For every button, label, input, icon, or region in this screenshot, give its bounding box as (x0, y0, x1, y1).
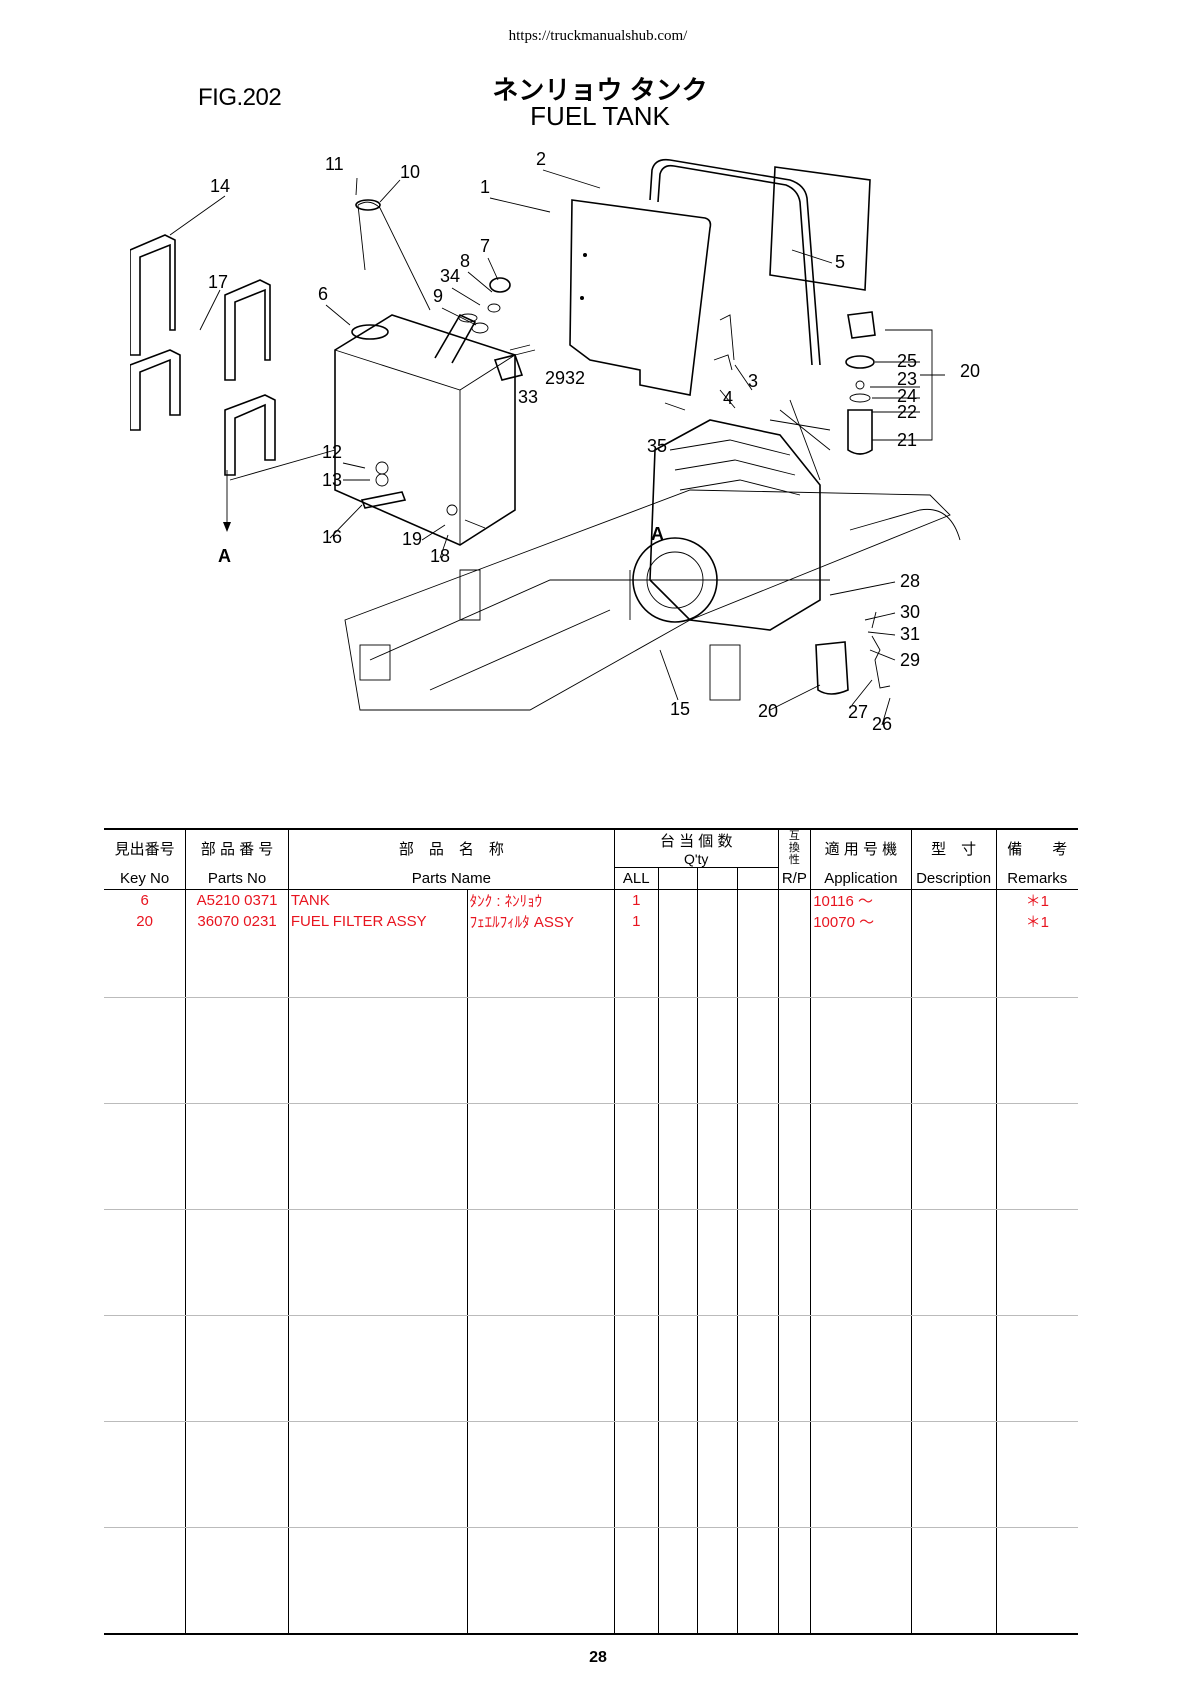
callout-15: 15 (670, 699, 690, 719)
blank-row-group (104, 1421, 1078, 1528)
blank-row-group (104, 932, 1078, 998)
callout-A-left: A (218, 546, 231, 566)
blank-row-group (104, 1103, 1078, 1210)
callout-10: 10 (400, 162, 420, 182)
header-description-jp: 型 寸 (910, 828, 997, 868)
blank-row-group (104, 1527, 1078, 1635)
header-key-no-en: Key No (104, 867, 186, 890)
callout-23: 23 (897, 369, 917, 389)
header-application-jp: 適 用 号 機 (810, 828, 912, 868)
header-description-en: Description (910, 867, 997, 890)
page-number: 28 (589, 1649, 607, 1666)
exploded-parts-diagram: 11 10 2 1 14 7 8 34 9 17 6 5 20 25 23 24… (130, 150, 980, 734)
callout-8: 8 (460, 251, 470, 271)
callout-6: 6 (318, 284, 328, 304)
header-remarks-jp: 備 考 (995, 828, 1078, 868)
callout-20a: 20 (960, 361, 980, 381)
callout-5: 5 (835, 252, 845, 272)
callout-35: 35 (647, 436, 667, 456)
title-japanese: ネンリョウ タンク (492, 75, 708, 105)
row-parts-no: A5210 0371 (185, 889, 289, 911)
header-rp-jp-text: 互換性 (788, 830, 800, 867)
header-qty-cell: 台 当 個 数 Q'ty (613, 828, 778, 868)
callout-16: 16 (322, 527, 342, 547)
row-name-jp: ﾌｪｴﾙﾌｨﾙﾀ ASSY (466, 911, 615, 932)
header-parts-no-en: Parts No (185, 867, 289, 890)
row-qty: 1 (613, 911, 659, 932)
callout-30: 30 (900, 602, 920, 622)
callout-22: 22 (897, 402, 917, 422)
callout-14: 14 (210, 176, 230, 196)
table-header-english: Key No Parts No Parts Name ALL R/P Appli… (104, 867, 1078, 890)
callout-19: 19 (402, 529, 422, 549)
figure-label: FIG.202 (198, 84, 282, 111)
callout-34: 34 (440, 266, 460, 286)
seat-panel-part (569, 158, 871, 396)
callout-7: 7 (480, 236, 490, 256)
header-rp-en: R/P (777, 867, 811, 890)
blank-row-group (104, 1209, 1078, 1316)
callout-4: 4 (723, 388, 733, 408)
header-application-en: Application (810, 867, 912, 890)
callout-20b: 20 (758, 701, 778, 721)
callout-A-engine: A (651, 524, 664, 544)
row-application: 10070 ～ (810, 911, 912, 932)
callout-28: 28 (900, 571, 920, 591)
engine-part (632, 399, 831, 631)
row-key-no: 20 (136, 913, 153, 930)
header-parts-no-jp: 部 品 番 号 (185, 828, 289, 868)
row-parts-no: 36070 0231 (185, 911, 289, 932)
callout-17: 17 (208, 272, 228, 292)
table-header-japanese: 見出番号 部 品 番 号 部 品 名 称 台 当 個 数 Q'ty 互換性 適 … (104, 828, 1078, 868)
callout-27: 27 (848, 702, 868, 722)
row-name-en: FUEL FILTER ASSY (287, 911, 468, 932)
row-name-en: TANK (287, 889, 468, 911)
callout-33: 33 (518, 387, 538, 407)
fittings-parts (360, 277, 891, 689)
row-application: 10116 ～ (810, 889, 912, 911)
callout-18: 18 (430, 546, 450, 566)
source-url: https://truckmanualshub.com/ (508, 28, 688, 44)
header-parts-name-en: Parts Name (287, 867, 615, 890)
table-row: 6 A5210 0371 TANK ﾀﾝｸ : ﾈﾝﾘｮｳ 1 10116 ～ … (104, 889, 1078, 911)
header-remarks-en: Remarks (995, 867, 1078, 890)
callout-2: 2 (536, 150, 546, 169)
header-rp-jp: 互換性 (777, 828, 811, 868)
machine-frame-part (344, 489, 961, 711)
callout-29a: 29 (545, 368, 565, 388)
callout-32: 32 (565, 368, 585, 388)
callout-21: 21 (897, 430, 917, 450)
header-key-no-jp: 見出番号 (104, 828, 186, 868)
header-qty-en: Q'ty (683, 851, 709, 867)
tank-bracket-parts (130, 234, 276, 532)
row-key-no: 6 (140, 892, 149, 909)
callout-13: 13 (322, 470, 342, 490)
parts-list-table: 見出番号 部 品 番 号 部 品 名 称 台 当 個 数 Q'ty 互換性 適 … (104, 828, 1078, 1635)
blank-row-group (104, 1315, 1078, 1422)
callout-29b: 29 (900, 650, 920, 670)
fuel-tank-part (229, 199, 516, 546)
blank-row-group (104, 997, 1078, 1104)
callout-1: 1 (480, 177, 490, 197)
callout-labels: 11 10 2 1 14 7 8 34 9 17 6 5 20 25 23 24… (169, 150, 980, 734)
callout-11: 11 (325, 154, 344, 174)
row-remarks: ＊1 (995, 889, 1078, 911)
header-parts-name-jp: 部 品 名 称 (287, 828, 615, 868)
callout-31: 31 (900, 624, 920, 644)
callout-3: 3 (748, 371, 758, 391)
callout-9: 9 (433, 286, 443, 306)
fuel-filter-parts (815, 311, 945, 695)
header-qty-all: ALL (613, 867, 659, 890)
row-qty: 1 (613, 889, 659, 911)
title-english: FUEL TANK (530, 101, 670, 131)
table-row: 20 36070 0231 FUEL FILTER ASSY ﾌｪｴﾙﾌｨﾙﾀ … (104, 911, 1078, 932)
header-qty-jp: 台 当 個 数 (659, 833, 733, 850)
callout-24: 24 (897, 386, 917, 406)
callout-12: 12 (322, 442, 342, 462)
row-remarks: ＊1 (995, 911, 1078, 932)
row-name-jp: ﾀﾝｸ : ﾈﾝﾘｮｳ (466, 889, 615, 911)
callout-25: 25 (897, 351, 917, 371)
